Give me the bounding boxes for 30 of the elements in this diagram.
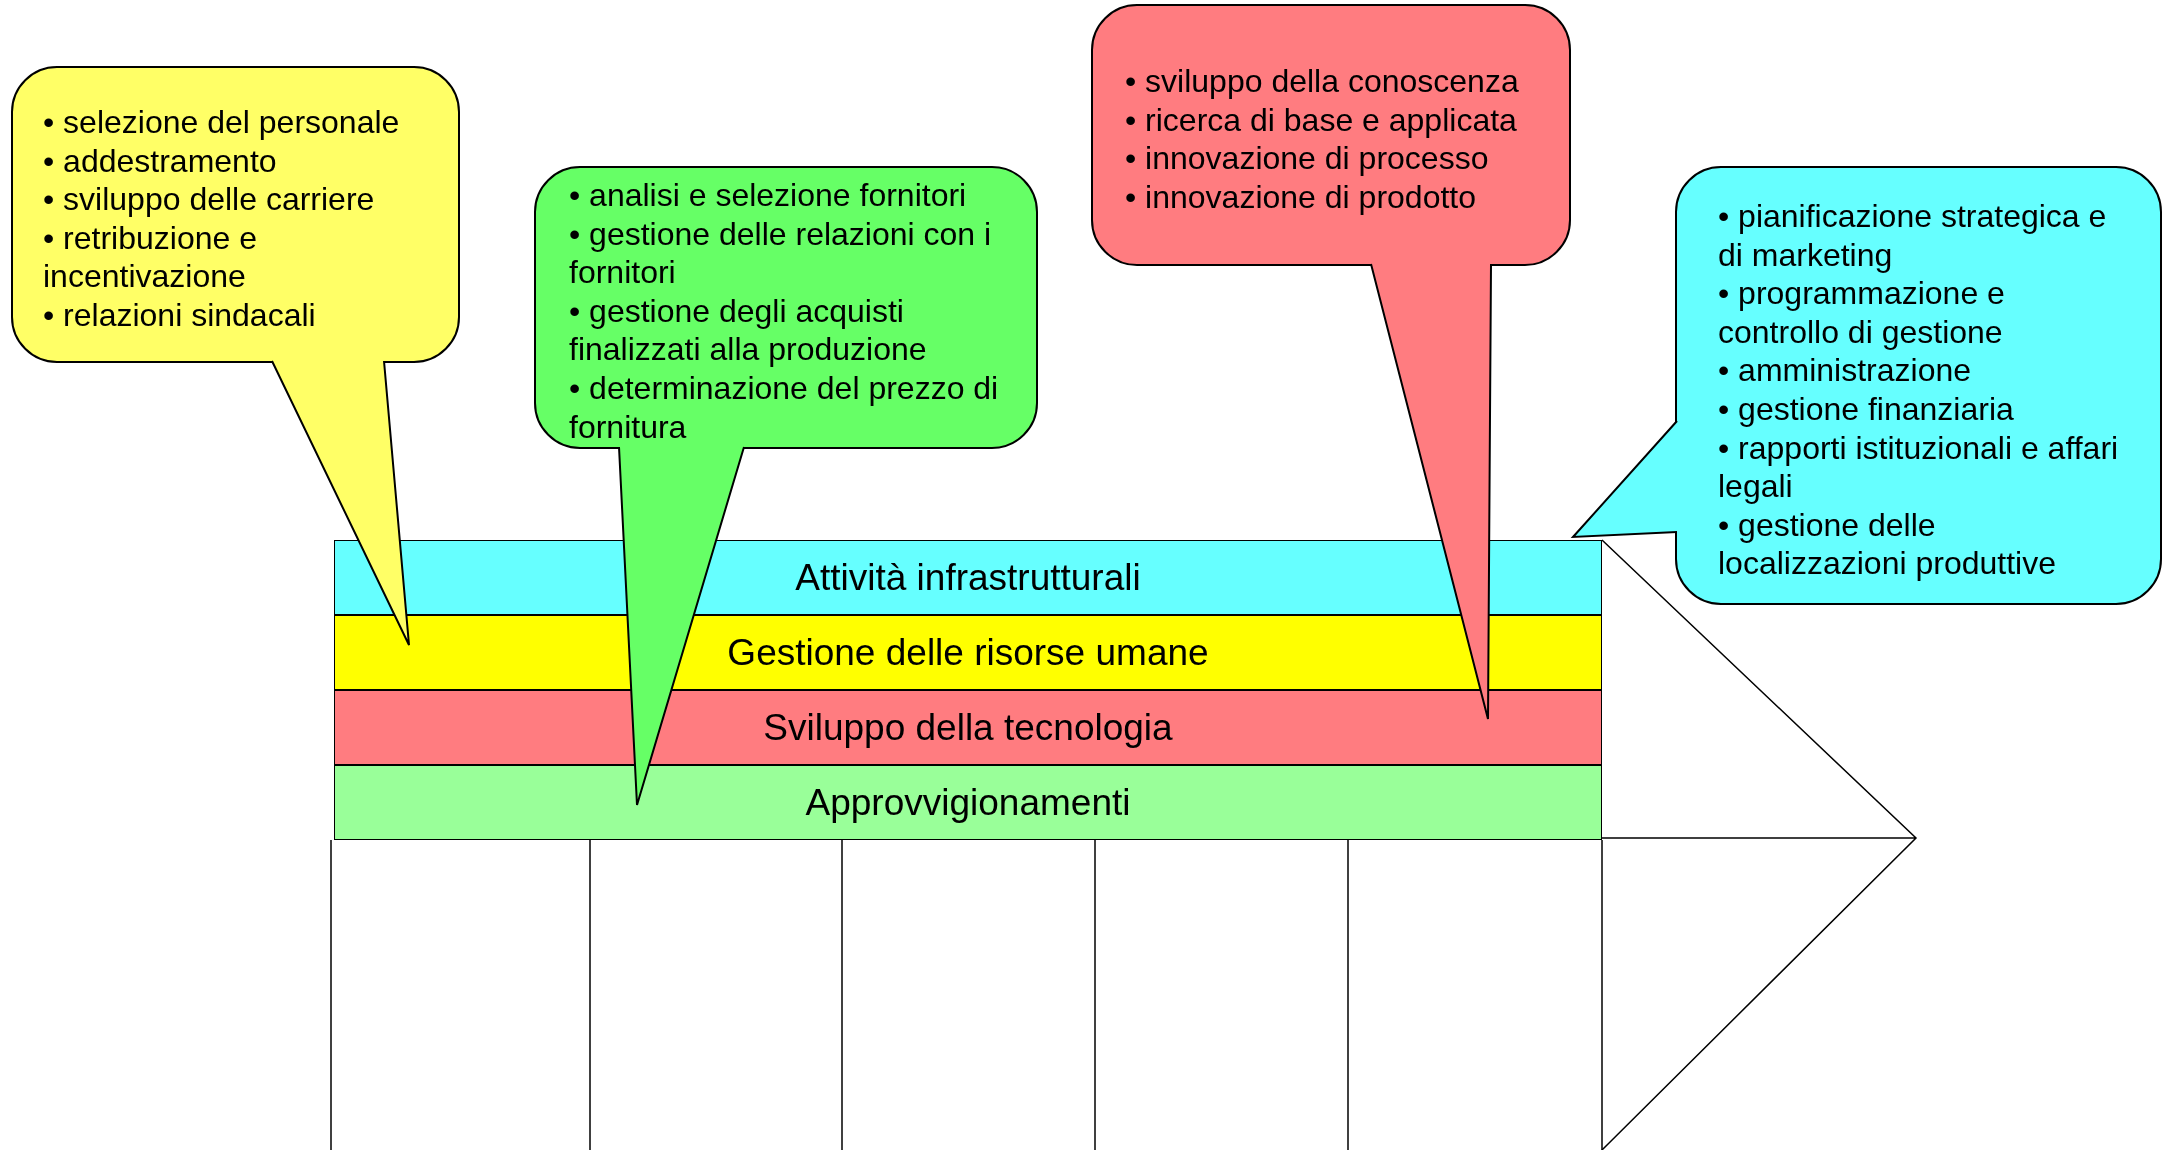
bullet-item: • relazioni sindacali [43, 295, 317, 335]
callout-bubble [1091, 4, 1571, 266]
callout-bubble [534, 166, 1038, 449]
bullet-item: • gestione degli acquisti finalizzati alla produzione [569, 291, 928, 369]
bullet-item: • innovazione di processo [1125, 139, 1490, 178]
bullet-item: • innovazione di prodotto [1125, 177, 1477, 217]
bullet-item: • sviluppo delle carriere [43, 180, 376, 219]
bullet-item: • gestione delle localizzazioni produttive [1718, 505, 2057, 583]
bullet-item: • addestramento [43, 141, 278, 181]
bullet-item: • selezione del personale [43, 103, 401, 142]
activity-band [334, 765, 1602, 840]
activity-band [334, 690, 1602, 765]
bullet-item: • rapporti istituzionali e affari legali [1718, 428, 2120, 506]
band-label: Attività infrastrutturali [795, 556, 1141, 599]
bullet-item: • retribuzione e incentivazione [43, 218, 258, 296]
bullet-item: • gestione delle relazioni con i fornitori [569, 214, 993, 292]
bullet-item: • programmazione e controllo di gestione [1718, 274, 2006, 352]
band-label: Sviluppo della tecnologia [763, 706, 1173, 749]
bullet-item: • determinazione del prezzo di fornitura [569, 368, 1000, 447]
bullet-item: • sviluppo della conoscenza [1125, 62, 1520, 101]
band-label: Approvvigionamenti [805, 781, 1131, 824]
bullet-item: • pianificazione strategica e di marketing [1718, 197, 2108, 275]
callout-bubble [11, 66, 460, 363]
bullet-item: • gestione finanziaria [1718, 389, 2015, 429]
bullet-item: • analisi e selezione fornitori [569, 176, 968, 215]
bullet-item: • ricerca di base e applicata [1125, 100, 1518, 140]
activity-band [334, 615, 1602, 690]
callout-bubble [1675, 166, 2162, 605]
band-label: Gestione delle risorse umane [727, 631, 1209, 674]
bullet-item: • amministrazione [1718, 351, 1973, 390]
